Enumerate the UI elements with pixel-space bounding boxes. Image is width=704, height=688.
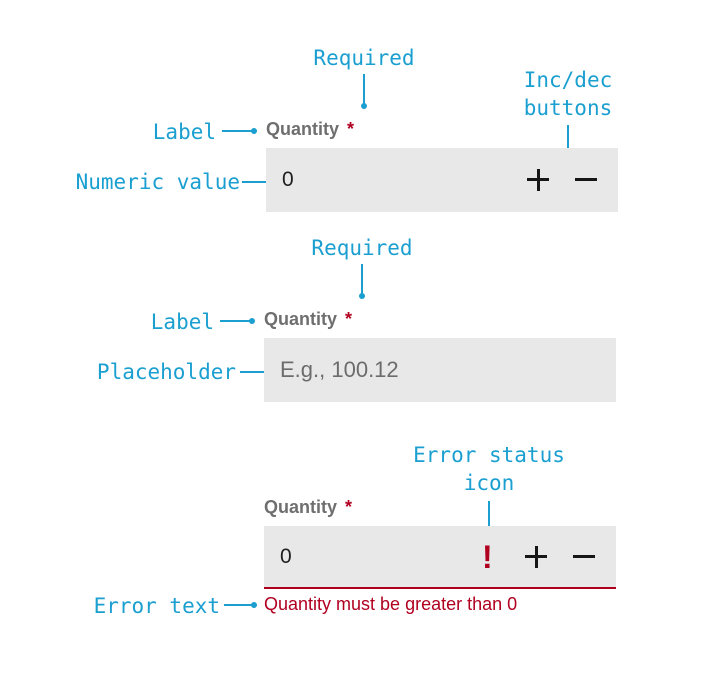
number-input[interactable] [266, 148, 618, 212]
number-input[interactable] [264, 526, 616, 588]
required-mark: * [347, 119, 355, 139]
number-input[interactable] [264, 338, 616, 402]
required-mark: * [345, 497, 353, 517]
input-placeholder[interactable]: E.g., 100.12 [280, 357, 399, 382]
decrement-button[interactable] [573, 546, 595, 568]
annotation-placeholder: Placeholder [96, 360, 236, 384]
connector-inc-dec-vertical [567, 125, 569, 156]
annotation-inc-dec-buttons: Inc/dec buttons [498, 66, 638, 122]
annotation-line: Error status [413, 443, 565, 467]
connector-error-icon [488, 501, 490, 533]
annotation-label: Label [150, 310, 214, 334]
connector-numeric-value [242, 181, 270, 183]
error-message: Quantity must be greater than 0 [264, 594, 518, 614]
connector-dot [249, 318, 255, 324]
annotation-error-status-icon: Error status icon [400, 441, 578, 497]
connector-required [361, 264, 363, 296]
minus-icon [575, 178, 597, 181]
connector-error-text [224, 604, 254, 606]
connector-required [363, 74, 365, 106]
connector-label [220, 320, 252, 322]
field-label: Quantity * [264, 309, 352, 330]
increment-button[interactable] [527, 169, 549, 191]
connector-dot [359, 293, 365, 299]
number-value[interactable]: 0 [280, 545, 292, 568]
annotation-line: Inc/dec [523, 68, 613, 92]
error-underline [264, 587, 616, 589]
annotation-required: Required [313, 46, 415, 70]
annotation-required: Required [311, 236, 413, 260]
minus-icon [573, 555, 595, 558]
decrement-button[interactable] [575, 169, 597, 191]
annotation-label: Label [152, 120, 216, 144]
field-label-text: Quantity [266, 119, 340, 139]
connector-dot [361, 103, 367, 109]
plus-icon-stroke [534, 546, 538, 568]
annotation-line: icon [463, 471, 515, 495]
field-label: Quantity * [266, 119, 354, 140]
required-mark: * [345, 309, 353, 329]
connector-label [222, 130, 254, 132]
connector-dot [251, 128, 257, 134]
error-status-icon: ! [482, 539, 493, 575]
field-label-text: Quantity [264, 497, 338, 517]
annotation-error-text: Error text [93, 594, 220, 618]
connector-dot [251, 602, 257, 608]
annotation-numeric-value: Numeric value [75, 170, 240, 194]
field-label: Quantity * [264, 497, 352, 518]
increment-button[interactable] [525, 546, 547, 568]
annotation-line: buttons [523, 96, 613, 120]
number-value[interactable]: 0 [282, 168, 294, 191]
connector-placeholder [240, 371, 268, 373]
plus-icon-stroke [536, 169, 540, 191]
field-label-text: Quantity [264, 309, 338, 329]
